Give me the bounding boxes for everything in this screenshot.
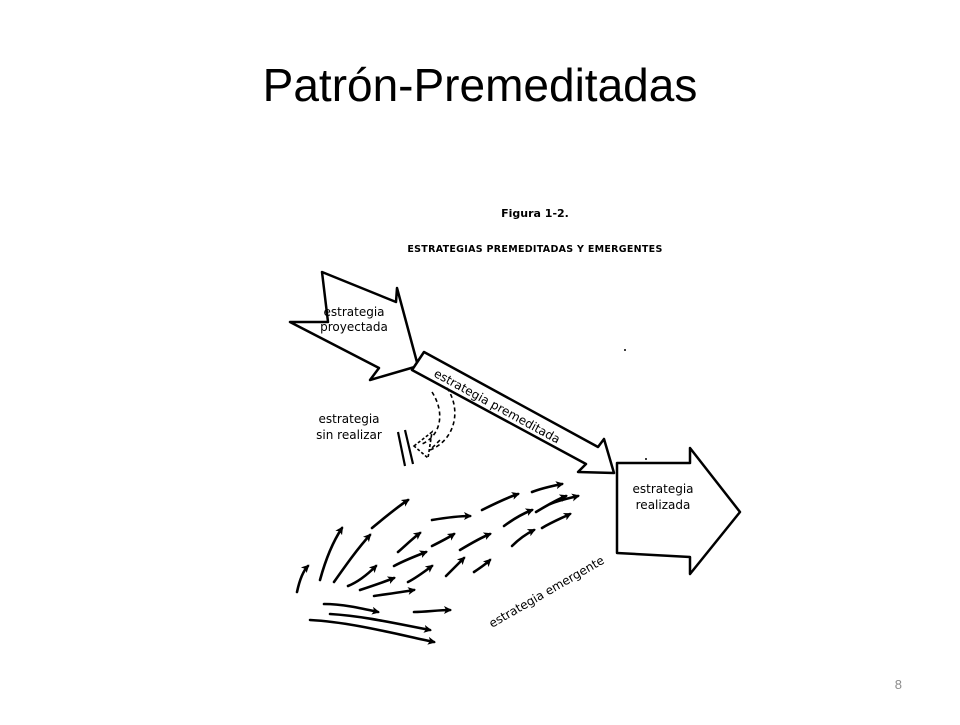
emergent-arrow (444, 556, 466, 578)
emergent-arrow (406, 564, 434, 584)
emergent-arrow (392, 550, 428, 568)
emergent-arrow (412, 606, 452, 615)
scan-speck (624, 349, 626, 351)
emergent-arrow (480, 492, 520, 512)
emergent-arrow (295, 564, 310, 594)
emergent-arrow (530, 481, 564, 494)
emergent-arrow (328, 612, 432, 633)
intended-strategy-arrow (288, 270, 420, 382)
intended-strategy-label-2: proyectada (320, 320, 388, 334)
emergent-arrow (346, 564, 378, 588)
emergent-arrow (548, 493, 580, 506)
emergent-arrow (430, 512, 472, 522)
unrealized-arrowhead (412, 430, 434, 460)
emergent-arrow (370, 498, 410, 530)
emergent-arrows (295, 481, 580, 645)
figure-heading: ESTRATEGIAS PREMEDITADAS Y EMERGENTES (407, 244, 662, 255)
emergent-arrow (430, 532, 456, 548)
unrealized-strategy-label-1: estrategia (318, 412, 379, 426)
deliberate-strategy-arrow (410, 350, 616, 475)
emergent-arrow (322, 602, 380, 615)
emergent-arrow (318, 526, 344, 582)
slide-title: Patrón-Premeditadas (262, 59, 698, 111)
scan-speck (645, 458, 647, 460)
emergent-arrow (396, 531, 422, 554)
emergent-strategy-label: estrategia emergente (487, 553, 607, 630)
emergent-arrow (510, 528, 536, 548)
realized-strategy-arrow (615, 446, 742, 576)
intended-strategy-label-1: estrategia (323, 305, 384, 319)
unrealized-barrier-right (403, 429, 415, 465)
emergent-arrow (540, 512, 572, 530)
unrealized-dashed-arrow (421, 387, 456, 451)
emergent-arrow (502, 508, 534, 528)
emergent-arrow (472, 558, 492, 574)
emergent-arrow (458, 532, 492, 552)
emergent-arrow (332, 533, 372, 584)
realized-strategy-label-1: estrategia (632, 482, 693, 496)
realized-strategy-label-2: realizada (636, 498, 691, 512)
unrealized-strategy-label-2: sin realizar (316, 428, 382, 442)
slide-number: 8 (894, 677, 902, 692)
figure-caption: Figura 1-2. (501, 207, 569, 220)
emergent-arrow (308, 618, 436, 645)
emergent-arrow (358, 576, 396, 592)
unrealized-barrier-left (396, 431, 407, 467)
emergent-arrow (372, 587, 416, 598)
deliberate-strategy-label: estrategia premeditada (432, 366, 563, 446)
